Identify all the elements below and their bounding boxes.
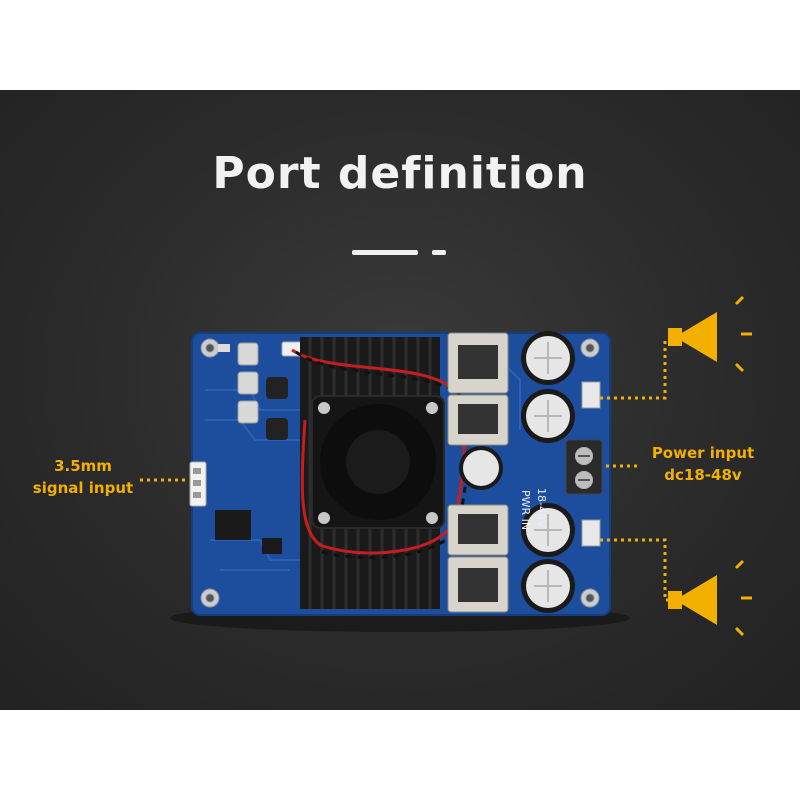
power-input-line2: dc18-48v (664, 466, 742, 484)
product-panel: Port definition (0, 90, 800, 710)
smd-capacitors (218, 342, 288, 440)
title-underline-short (432, 250, 446, 255)
speaker-icon-top (668, 295, 752, 373)
speaker-output-terminal (581, 381, 601, 409)
signal-input-line1: 3.5mm (54, 457, 112, 475)
title-underline-long (352, 250, 418, 255)
power-terminal-block (565, 439, 603, 495)
amplifier-board-illustration: PWR IN 18-48V (140, 295, 752, 637)
power-input-label: Power input dc18-48v (636, 442, 770, 486)
signal-input-label: 3.5mm signal input (18, 455, 148, 499)
pcb-board (189, 331, 611, 616)
ic-chip (215, 510, 251, 540)
page-title: Port definition (212, 148, 588, 199)
pwr-in-silkscreen: PWR IN (519, 490, 532, 530)
signal-input-line2: signal input (32, 479, 134, 497)
voltage-silkscreen: 18-48V (535, 488, 548, 528)
cooling-fan (291, 348, 470, 559)
power-input-line1: Power input (651, 444, 755, 462)
leader-lines (140, 338, 680, 602)
speaker-output-terminal (581, 519, 601, 547)
mounting-holes (200, 338, 600, 608)
signal-input-connector (189, 461, 207, 507)
ic-chip (262, 538, 282, 554)
speaker-top-leader-line (600, 338, 680, 400)
speaker-icon-bottom (668, 559, 752, 637)
capacitors (459, 331, 575, 613)
inductors (447, 332, 509, 613)
